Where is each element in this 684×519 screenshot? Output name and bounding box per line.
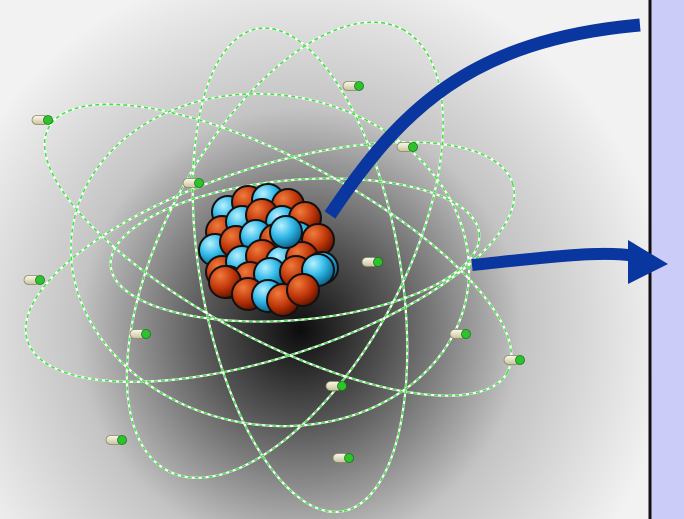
electron-8 [449, 329, 471, 339]
neutron-32 [269, 215, 303, 249]
orbit-4 [125, 21, 445, 479]
electron-1 [31, 115, 53, 125]
arrow-lower-head [628, 240, 668, 284]
electron-3 [396, 142, 418, 152]
electron-4 [182, 178, 204, 188]
arrow-lower-shaft [471, 247, 637, 271]
electron-2 [342, 81, 364, 91]
nucleus [198, 183, 339, 317]
electron-10 [325, 381, 347, 391]
electron-5 [23, 275, 45, 285]
orbit-3 [191, 26, 409, 514]
proton-31 [286, 273, 320, 307]
electron-11 [105, 435, 127, 445]
electron-7 [129, 329, 151, 339]
orbit-6 [109, 177, 481, 323]
orbit-2 [43, 103, 513, 397]
orbits [24, 21, 516, 514]
electron-9 [503, 355, 525, 365]
electrons [23, 81, 525, 463]
electron-6 [361, 257, 383, 267]
orbit-5 [69, 92, 471, 428]
electron-12 [332, 453, 354, 463]
orbit-1 [24, 141, 516, 383]
arrow-upper [324, 18, 641, 219]
